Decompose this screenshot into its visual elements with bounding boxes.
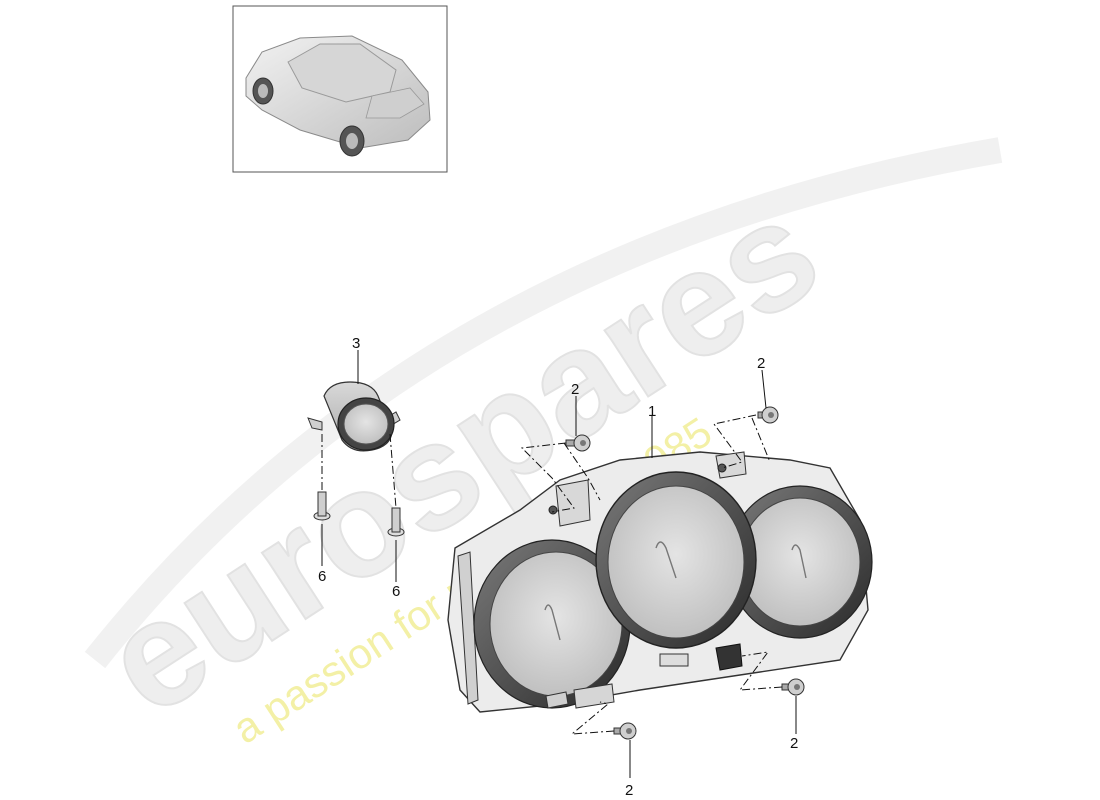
callouts: 3 1 2 2 6 6 2 2 [318, 335, 798, 799]
clock-face [343, 403, 389, 445]
callout-screw-bottom-left: 2 [625, 782, 633, 799]
callout-screw-top-right: 2 [757, 355, 765, 372]
bolt-right [387, 507, 405, 537]
bolt-left [313, 491, 331, 521]
callout-clock: 3 [352, 335, 360, 352]
screw-top-center [565, 434, 591, 452]
center-gauge-needle [655, 541, 677, 579]
right-gauge [727, 485, 873, 639]
callout-bolt-right: 6 [392, 583, 400, 600]
assembly-lines [321, 414, 783, 735]
callout-instrument-cluster: 1 [648, 403, 656, 420]
watermark-swoosh [84, 137, 1003, 669]
callout-screw-top-center: 2 [571, 381, 579, 398]
leader-lines [321, 350, 797, 778]
vehicle-thumbnail [232, 5, 448, 173]
callout-screw-bottom-right: 2 [790, 735, 798, 752]
connector-center [659, 653, 689, 667]
mounting-tab-bottom [573, 683, 615, 709]
screw-bottom-left [613, 722, 637, 740]
left-gauge-needle [544, 604, 561, 641]
screw-bottom-right [781, 678, 805, 696]
clock-part [307, 381, 401, 452]
mounting-tab-left [555, 479, 591, 527]
instrument-cluster [447, 451, 873, 713]
left-gauge [473, 539, 631, 709]
callout-bolt-left: 6 [318, 568, 326, 585]
car-illustration [245, 35, 431, 157]
connector-right [715, 643, 743, 671]
center-gauge [595, 471, 757, 649]
screw-top-right [757, 406, 779, 424]
right-gauge-needle [791, 544, 807, 579]
